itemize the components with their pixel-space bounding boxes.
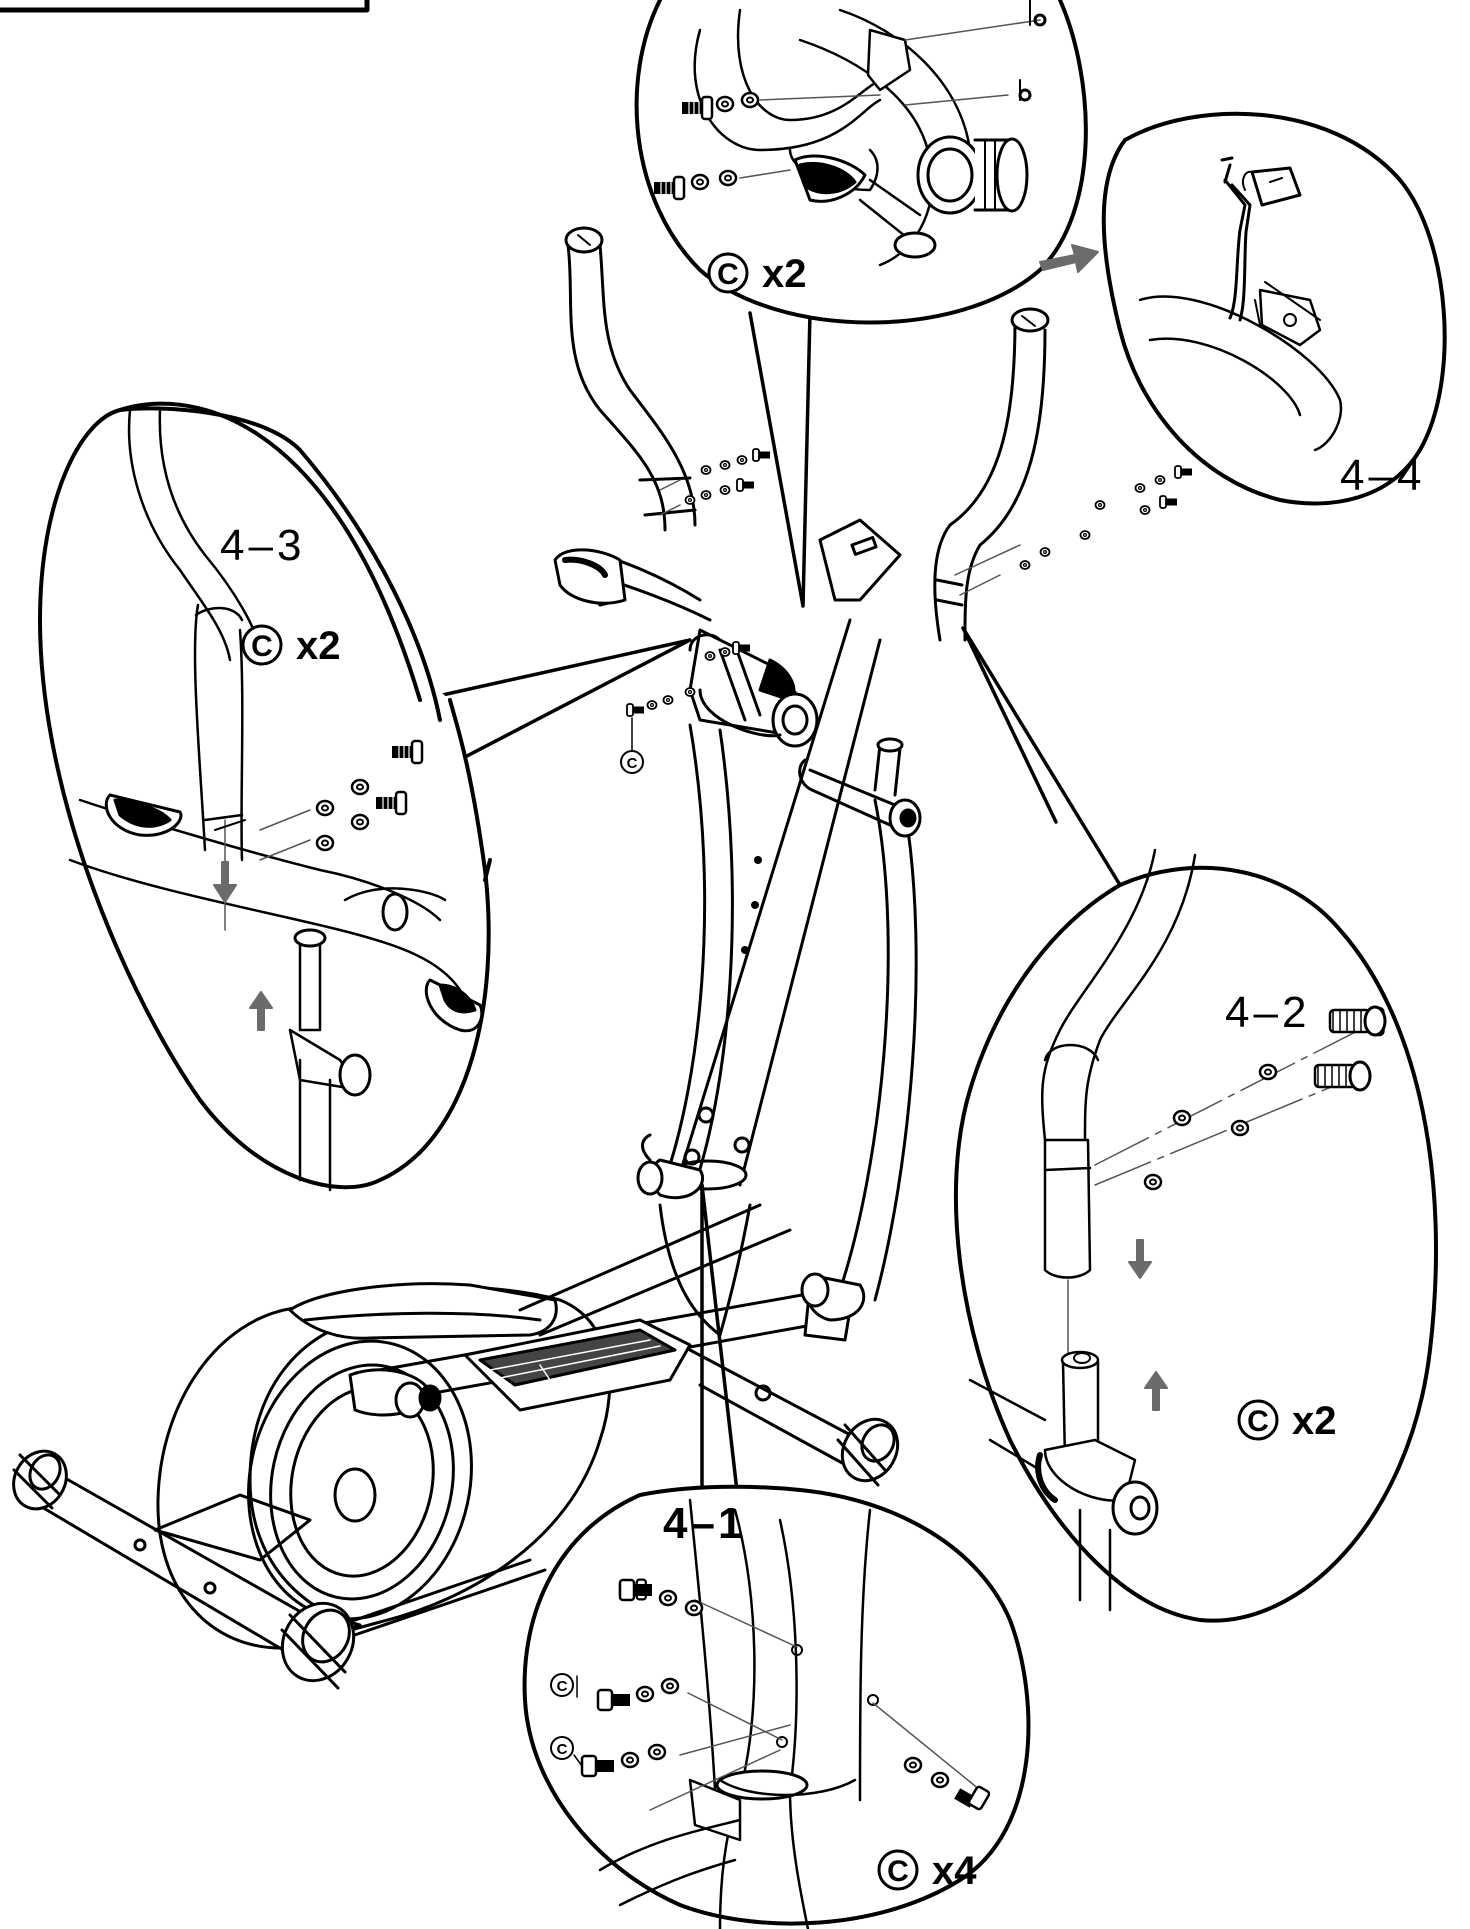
screw-icon — [751, 447, 772, 463]
washer-icon — [718, 169, 738, 187]
washer-icon — [315, 834, 335, 852]
screw-icon — [954, 1785, 991, 1811]
quantity-label: x2 — [296, 624, 341, 668]
svg-text:C: C — [627, 755, 638, 772]
rear-rail — [518, 1203, 900, 1487]
washer-icon — [315, 799, 335, 817]
washer-icon — [740, 91, 760, 109]
part-c-badge — [241, 624, 283, 666]
quantity-label: x2 — [1292, 1399, 1337, 1443]
arrow-up-icon — [249, 991, 273, 1031]
svg-text:C: C — [251, 630, 273, 663]
washer-icon — [1143, 1173, 1163, 1191]
washer-icon — [684, 1599, 704, 1617]
part-c-badge — [620, 750, 644, 774]
step-label: 4–2 — [1225, 988, 1310, 1037]
screw-icon — [1158, 494, 1179, 510]
inset-step-4-4: 4–4 — [1101, 111, 1447, 506]
step-label: 4–4 — [1340, 451, 1425, 500]
arrow-up-icon — [1144, 1371, 1168, 1411]
pedal-assembly — [348, 1283, 852, 1419]
screw-icon — [1173, 464, 1194, 480]
screw-icon — [1328, 1005, 1387, 1037]
corner-frame — [0, 0, 370, 13]
inset-top: C x2 — [634, 0, 1088, 325]
main-hardware: C — [620, 447, 1194, 774]
right-lower-arm — [798, 737, 922, 1322]
svg-text:C: C — [717, 258, 739, 291]
quantity-label: x2 — [762, 252, 807, 296]
audio-plug-icon — [1220, 156, 1302, 322]
washer-icon — [658, 1589, 678, 1607]
washer-icon — [620, 1751, 640, 1769]
screw-icon — [618, 1578, 652, 1602]
washer-icon — [715, 95, 735, 113]
washer-icon — [350, 813, 370, 831]
front-stabilizer — [12, 1449, 356, 1690]
washer-icon — [1172, 1109, 1192, 1127]
washer-icon — [660, 1677, 680, 1695]
flywheel-housing — [156, 1282, 612, 1650]
screw-icon — [735, 477, 756, 493]
svg-text:C: C — [887, 1855, 909, 1888]
leader-lines — [418, 311, 1122, 1502]
arrow-down-icon — [1128, 1239, 1152, 1279]
left-side-handle — [553, 548, 627, 605]
washer-icon — [635, 1685, 655, 1703]
svg-text:C: C — [557, 1741, 568, 1758]
washer-icon — [1230, 1119, 1250, 1137]
knob — [916, 135, 1029, 215]
quantity-label: x4 — [932, 1849, 977, 1893]
part-c-badge — [877, 1849, 919, 1891]
washer-icon — [690, 173, 710, 191]
inset-step-4-1: C C 4–1 C x4 — [522, 1484, 1031, 1929]
step-label: 4–1 — [663, 1499, 745, 1548]
washer-icon — [903, 1756, 923, 1774]
left-lower-arm — [636, 723, 734, 1200]
part-c-badge — [550, 1736, 574, 1760]
inset-step-4-2: 4–2 C x2 — [953, 848, 1438, 1623]
elliptical-machine — [12, 226, 1050, 1690]
washer-icon — [647, 1743, 667, 1761]
inset-step-4-3: 4–3 C x2 — [38, 401, 492, 1192]
screw-icon — [625, 702, 646, 718]
part-c-badge — [707, 252, 749, 294]
part-c-badge — [550, 1673, 574, 1697]
left-upper-handlebar — [564, 226, 697, 532]
washer-icon — [1258, 1063, 1278, 1081]
step-label: 4–3 — [220, 521, 305, 570]
right-upper-handlebar — [933, 307, 1050, 642]
svg-text:C: C — [1247, 1405, 1269, 1438]
washer-icon — [930, 1771, 950, 1789]
screw-icon — [596, 1688, 630, 1712]
arrow-right-icon — [1039, 244, 1099, 273]
arrow-down-icon — [213, 861, 237, 903]
screw-icon — [1313, 1060, 1372, 1092]
part-c-badge — [1237, 1399, 1279, 1441]
svg-text:C: C — [557, 1678, 568, 1695]
washer-icon — [350, 778, 370, 796]
